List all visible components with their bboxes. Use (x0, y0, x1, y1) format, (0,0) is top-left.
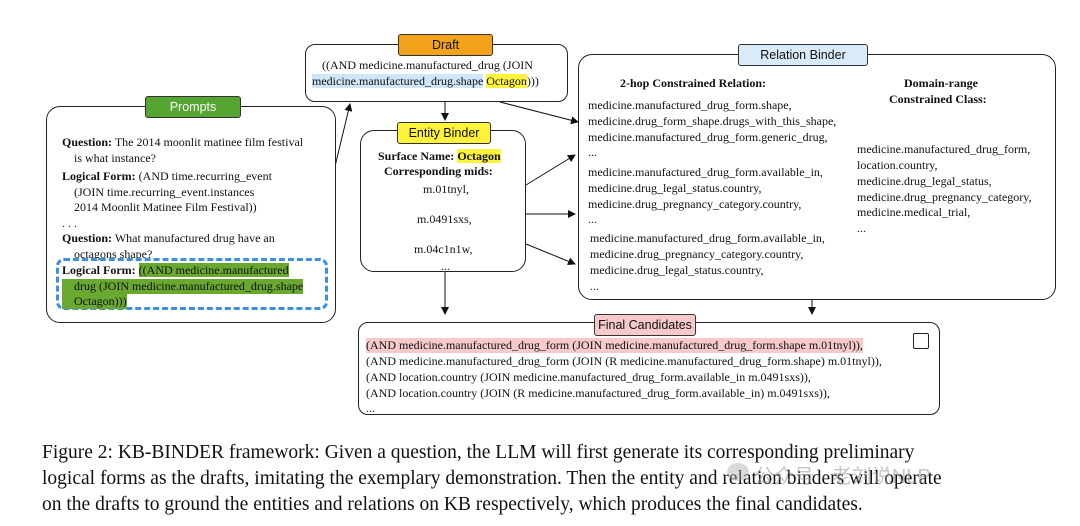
checkbox-icon (913, 333, 929, 349)
prompt-logical-form-1-cont2: 2014 Moonlit Matinee Film Festival)) (74, 200, 257, 214)
class-item: medicine.drug_pregnancy_category, (857, 190, 1032, 204)
final-candidate-selected: (AND medicine.manufactured_drug_form (JO… (366, 338, 863, 353)
class-item: ... (857, 221, 866, 235)
watermark-logo-icon (727, 463, 749, 481)
caption-line: logical forms as the drafts, imitating t… (42, 468, 942, 489)
draft-closing-text: ))) (526, 74, 539, 88)
corresponding-mids-label: Corresponding mids: (384, 164, 493, 178)
draft-relation-text: medicine.manufactured_drug.shape (312, 74, 484, 88)
mid-item: ... (441, 259, 450, 273)
logical-form-text: (AND time.recurring_event (138, 169, 272, 183)
draft-tag: Draft (398, 34, 493, 56)
arrow-entity-to-relation-1 (525, 154, 576, 186)
question-text: What manufactured drug have an (114, 231, 275, 245)
prompt-question-2-cont: octagons shape? (74, 247, 153, 261)
relation-item: medicine.drug_pregnancy_category.country… (590, 247, 804, 261)
surface-name-row: Surface Name: Octagon (378, 149, 501, 164)
question-label: Question: (62, 231, 113, 245)
final-candidates-panel (358, 322, 940, 415)
class-item: medicine.manufactured_drug_form, (857, 142, 1031, 156)
surface-name-label: Surface Name: (378, 149, 455, 163)
prompts-tag: Prompts (145, 96, 241, 118)
relation-column-title: 2-hop Constrained Relation: (620, 76, 767, 90)
draft-line-2: medicine.manufactured_drug.shape Octagon… (312, 74, 539, 89)
final-candidate: (AND medicine.manufactured_drug_form (JO… (366, 354, 882, 368)
generated-logical-form-dashed-box (56, 258, 328, 310)
prompt-logical-form-2-cont: drug (JOIN medicine.manufactured_drug.sh… (62, 279, 304, 294)
relation-item: medicine.drug_form_shape.drugs_with_this… (588, 114, 837, 128)
caption-line: Figure 2: KB-BINDER framework: Given a q… (42, 442, 915, 463)
entity-binder-tag: Entity Binder (397, 122, 491, 144)
class-column-title: Domain-range (904, 76, 978, 90)
caption-line: on the drafts to ground the entities and… (42, 494, 863, 515)
relation-item: medicine.manufactured_drug_form.generic_… (588, 130, 828, 144)
question-text: The 2014 moonlit matinee film festival (114, 135, 304, 149)
relation-item: ... (588, 212, 597, 226)
question-label: Question: (62, 135, 113, 149)
relation-binder-tag: Relation Binder (738, 44, 868, 66)
relation-item: medicine.manufactured_drug_form.shape, (588, 98, 792, 112)
draft-line-1: ((AND medicine.manufactured_drug (JOIN (322, 58, 533, 72)
figure-caption: Figure 2: KB-BINDER framework: Given a q… (42, 440, 1052, 518)
prompt-logical-form-1: Logical Form: (AND time.recurring_event (62, 169, 272, 184)
relation-item: ... (588, 145, 597, 159)
prompt-question-1: Question: The 2014 moonlit matinee film … (62, 135, 303, 150)
relation-item: medicine.manufactured_drug_form.availabl… (590, 231, 825, 245)
surface-name-value: Octagon (457, 149, 501, 163)
final-candidate: (AND location.country (JOIN medicine.man… (366, 370, 811, 384)
watermark-text: 公众号 · 老刘说NLP (754, 466, 931, 488)
relation-item: ... (590, 279, 599, 293)
relation-item: medicine.drug_legal_status.country, (588, 181, 762, 195)
prompt-ellipsis: . . . (62, 216, 77, 230)
final-candidate: (AND location.country (JOIN (R medicine.… (366, 386, 830, 400)
relation-item: medicine.drug_legal_status.country, (590, 263, 764, 277)
mid-item: m.01tnyl, (423, 182, 470, 196)
class-item: medicine.medical_trial, (857, 205, 971, 219)
logical-form-text: ((AND medicine.manufactured (138, 263, 289, 277)
prompt-logical-form-2: Logical Form: ((AND medicine.manufacture… (62, 263, 289, 278)
prompt-logical-form-1-cont: (JOIN time.recurring_event.instances (74, 185, 255, 199)
draft-entity-text: Octagon (486, 74, 527, 88)
class-item: location.country, (857, 158, 938, 172)
arrow-entity-to-relation-3 (525, 243, 576, 266)
mid-item: m.04c1n1w, (414, 242, 473, 256)
final-candidates-tag: Final Candidates (594, 314, 696, 336)
prompt-question-2: Question: What manufactured drug have an (62, 231, 275, 246)
mid-item: m.0491sxs, (417, 212, 472, 226)
prompt-question-1-cont: is what instance? (74, 151, 156, 165)
class-item: medicine.drug_legal_status, (857, 174, 992, 188)
relation-item: medicine.drug_pregnancy_category.country… (588, 197, 802, 211)
arrow-draft-to-relation (499, 101, 579, 125)
logical-form-label: Logical Form: (62, 169, 136, 183)
logical-form-label: Logical Form: (62, 263, 136, 277)
final-candidate: ... (366, 401, 375, 415)
class-column-title-cont: Constrained Class: (889, 92, 987, 106)
relation-item: medicine.manufactured_drug_form.availabl… (588, 165, 823, 179)
prompt-logical-form-2-cont2: Octagon))) (62, 294, 127, 309)
